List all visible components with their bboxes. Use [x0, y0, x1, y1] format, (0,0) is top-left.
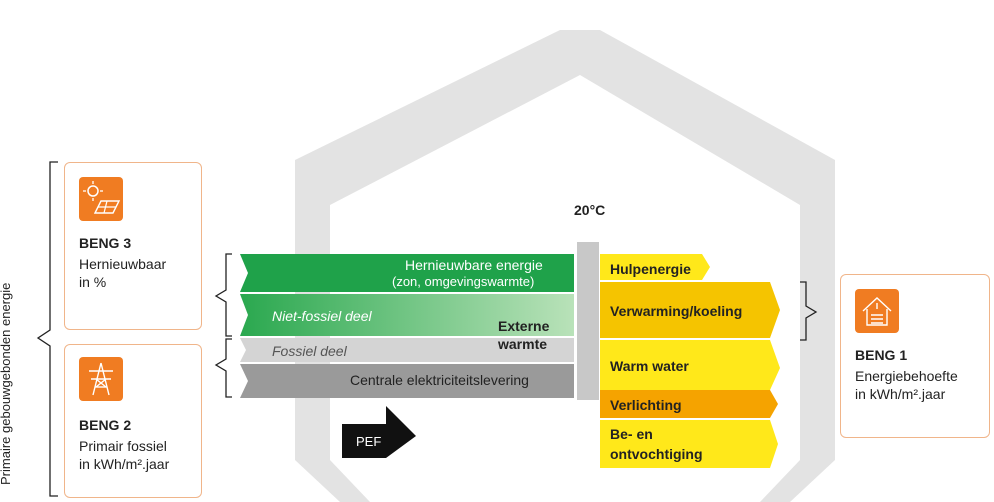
demand-bracket [800, 281, 818, 341]
external-heat-line1: Externe [498, 318, 550, 334]
central-electricity-bar [240, 364, 574, 398]
beng3-card: BENG 3 Hernieuwbaar in % [64, 162, 202, 330]
hot-water-label: Warm water [610, 358, 689, 374]
non-fossil-label: Niet-fossiel deel [272, 308, 372, 324]
renewable-bracket [214, 253, 232, 337]
primary-energy-label: Primaire gebouwgebonden energie [0, 282, 13, 485]
lighting-label: Verlichting [610, 397, 682, 413]
dehumid-bar [600, 420, 778, 468]
beng3-line1: Hernieuwbaar [79, 256, 167, 272]
dehumid-label-line1: Be- en [610, 426, 653, 442]
fossil-bracket [214, 338, 232, 398]
pef-arrow [342, 406, 416, 458]
external-heat-line2: warmte [498, 336, 548, 352]
demand-arrows [600, 254, 780, 468]
dehumid-label-line2: ontvochtiging [610, 446, 703, 462]
heating-cooling-bar [600, 282, 780, 338]
central-electricity-label: Centrale elektriciteitslevering [350, 372, 529, 388]
supply-arrows [240, 254, 574, 398]
lighting-bar [600, 390, 778, 418]
hot-water-bar [600, 340, 780, 390]
beng1-line2: in kWh/m².jaar [855, 386, 946, 402]
beng2-line2: in kWh/m².jaar [79, 456, 170, 472]
beng2-title: BENG 2 [79, 417, 132, 433]
renewable-label-line2: (zon, omgevingswarmte) [392, 274, 535, 289]
non-fossil-bar [240, 294, 574, 336]
solar-panel-icon [79, 177, 123, 221]
temperature-label: 20°C [574, 202, 606, 218]
renewable-bar [240, 254, 574, 292]
beng1-line1: Energiebehoefte [855, 368, 958, 384]
beng1-card: BENG 1 Energiebehoefte in kWh/m².jaar [840, 274, 990, 438]
aux-label: Hulpenergie [610, 261, 691, 277]
beng3-line2: in % [79, 274, 107, 290]
house-insulation-icon [855, 289, 899, 333]
house-wall [577, 242, 599, 400]
power-pylon-icon [79, 357, 123, 401]
heating-cooling-label: Verwarming/koeling [610, 303, 743, 319]
fossil-bar [240, 338, 574, 362]
beng2-line1: Primair fossiel [79, 438, 167, 454]
aux-bar [600, 254, 710, 280]
pef-label: PEF [356, 434, 382, 449]
beng2-card: BENG 2 Primair fossiel in kWh/m².jaar [64, 344, 202, 498]
beng3-title: BENG 3 [79, 235, 132, 251]
outer-bracket [36, 161, 58, 497]
beng1-title: BENG 1 [855, 347, 908, 363]
renewable-label-line1: Hernieuwbare energie [405, 257, 543, 273]
fossil-label: Fossiel deel [272, 343, 347, 359]
